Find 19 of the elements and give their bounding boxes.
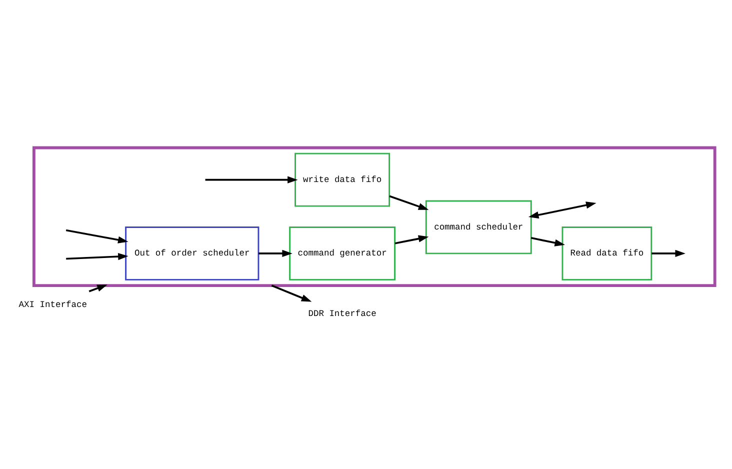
arrow	[66, 229, 128, 244]
node-text: AXI Interface	[18, 300, 87, 310]
arrow	[258, 250, 292, 258]
node-box: write data fifo	[294, 152, 390, 207]
arrow	[271, 284, 312, 302]
node-box: command scheduler	[425, 200, 532, 254]
arrow	[528, 202, 596, 218]
arrow	[205, 176, 298, 184]
arrow	[88, 284, 108, 292]
arrow	[530, 237, 565, 246]
arrow	[389, 195, 429, 210]
node-box: Out of order scheduler	[125, 226, 260, 280]
arrow	[66, 252, 128, 260]
cluster	[32, 146, 716, 287]
node-text: DDR Interface	[308, 309, 376, 320]
arrow	[652, 250, 686, 258]
arrow	[394, 235, 429, 244]
node-box: Read data fifo	[562, 226, 652, 280]
node-box: command generator	[289, 226, 396, 280]
